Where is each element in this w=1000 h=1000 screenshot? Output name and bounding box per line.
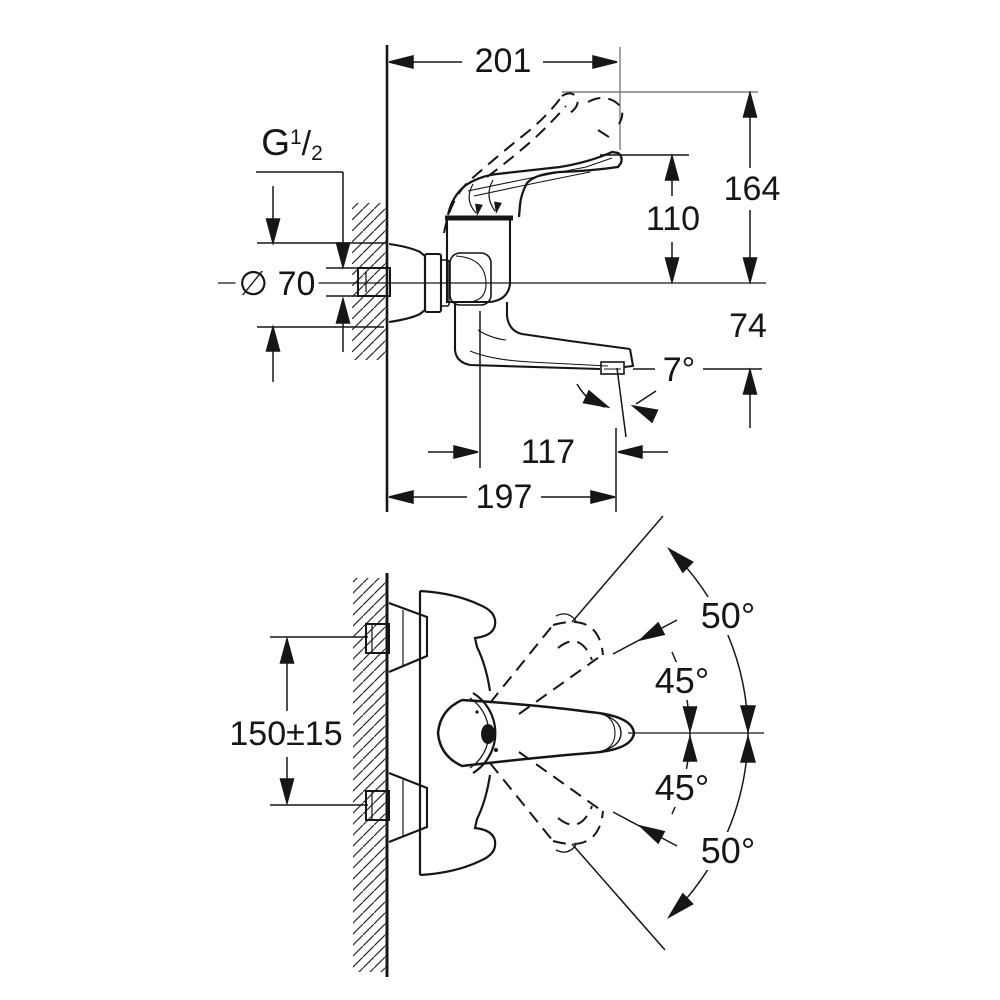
angle-label-50-bottom: 50° [697,832,759,870]
dimension-150 [270,636,368,806]
dimension-g-half [256,171,362,352]
angle-label-50-top: 50° [697,597,759,635]
wall-plan [353,573,389,977]
faucet-plan [418,589,636,877]
diameter-value: 70 [277,265,316,303]
diameter-symbol: ∅ [238,265,269,303]
faucet-side [357,92,635,375]
g-thread-prefix: G [261,122,290,163]
g-thread-slash: / [301,125,312,163]
mounting-unions [365,602,429,843]
dimension-201 [388,55,618,69]
dimension-197 [388,490,616,504]
dim-label-117: 117 [517,434,579,470]
side-view [218,45,766,512]
dimension-dia-70 [257,186,386,382]
dimension-110 [600,153,689,285]
dim-label-dia70: ∅ 70 [235,265,319,303]
plan-view [270,515,764,977]
dim-label-150: 150±15 [226,716,346,752]
dim-label-74: 74 [726,308,770,344]
dim-label-7deg: 7° [659,352,699,388]
angle-label-45-bottom: 45° [651,769,713,807]
dimension-164 [742,90,758,285]
angle-label-45-top: 45° [651,662,713,700]
dim-label-201: 201 [471,43,535,79]
extension-lines-side [562,47,758,150]
dimension-117 [428,311,668,512]
angle-7-graphics [576,367,659,438]
dim-label-197: 197 [472,479,536,515]
g-thread-numerator: 1 [289,126,302,149]
dimension-74 [633,367,762,428]
dim-label-164: 164 [720,171,784,207]
dim-label-110: 110 [642,201,704,237]
dim-label-g-half: G1/2 [258,123,326,165]
g-thread-denominator: 2 [311,142,323,165]
